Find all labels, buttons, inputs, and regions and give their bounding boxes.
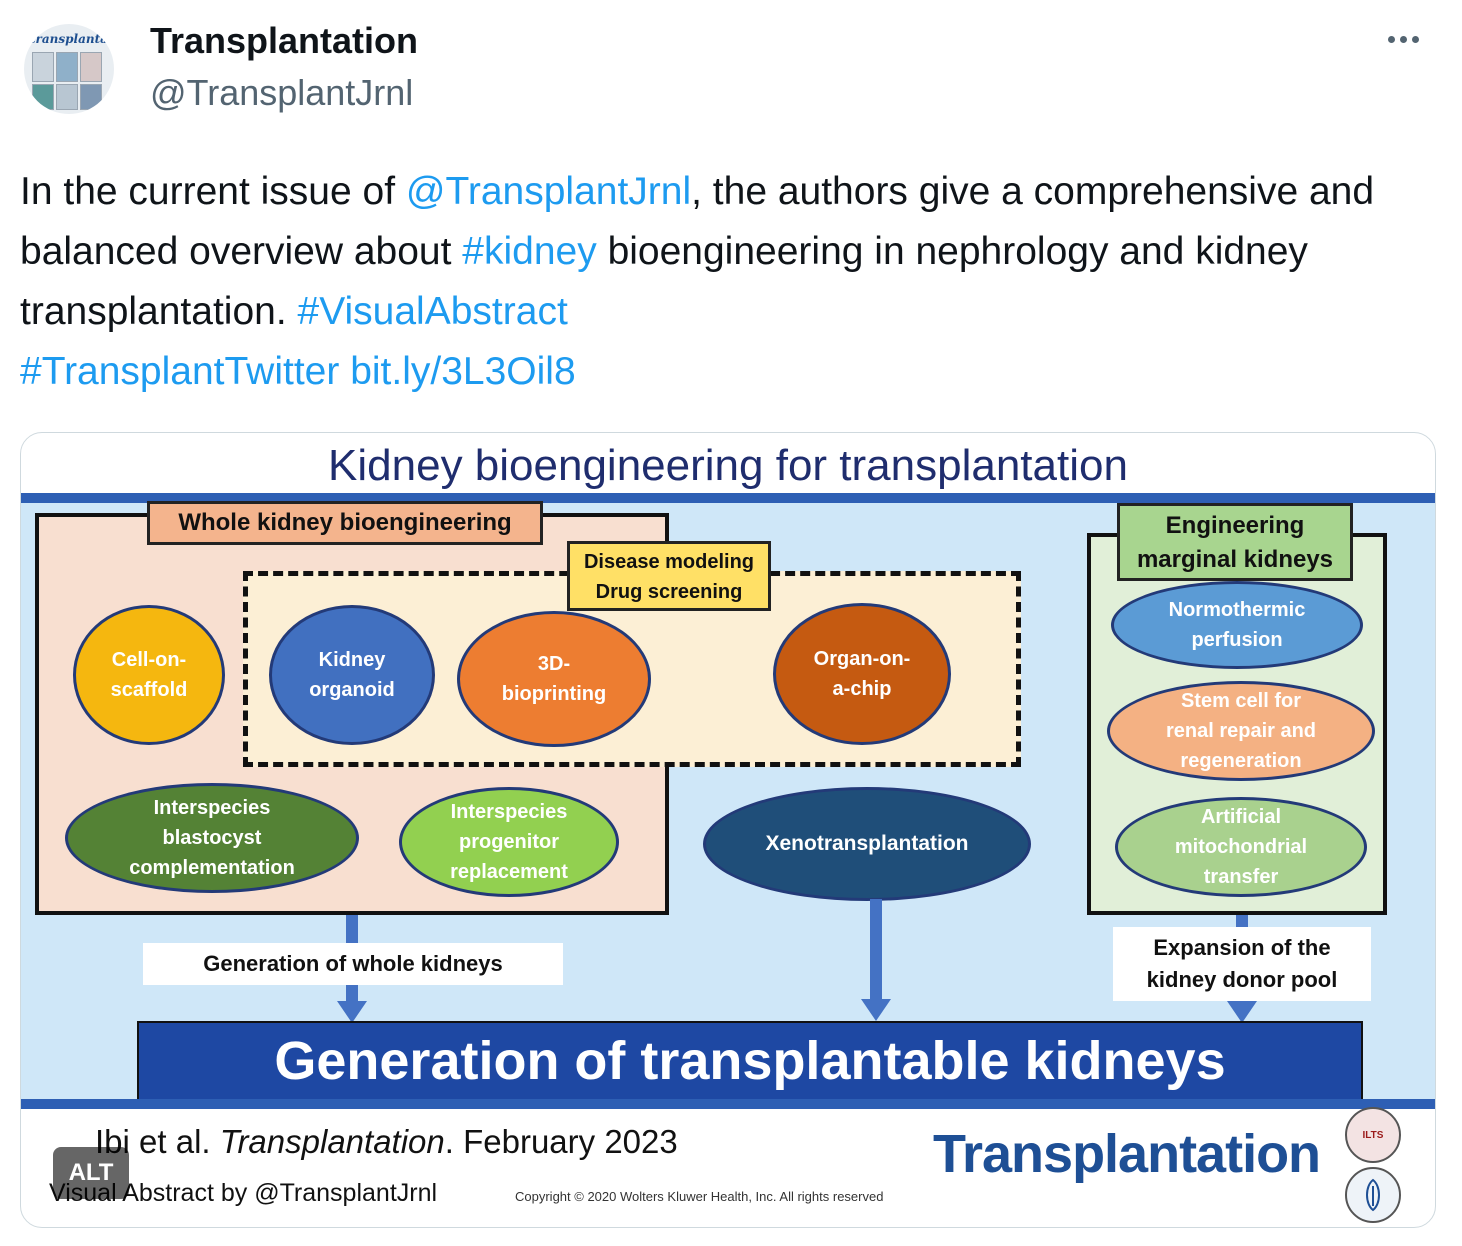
mention-link[interactable]: @TransplantJrnl (405, 170, 692, 213)
citation-date: . February 2023 (444, 1123, 678, 1160)
avatar-logo-text: transplantation (30, 32, 114, 46)
avatar[interactable]: transplantation (24, 24, 114, 114)
tweet-text-part: , the authors give a comprehensive and b… (20, 170, 1375, 273)
node-text: Cell-on- (111, 649, 187, 671)
expansion-donor-pool-label: Expansion of the kidney donor pool (1113, 927, 1371, 1001)
generation-whole-kidneys-label: Generation of whole kidneys (143, 943, 563, 985)
citation-journal: Transplantation (219, 1123, 445, 1160)
node-text: complementation (129, 857, 295, 879)
tweet-text: In the current issue of @TransplantJrnl,… (20, 162, 1440, 402)
node-text: scaffold (110, 679, 188, 701)
kidney-organoid-node: Kidney organoid (269, 605, 435, 745)
avatar-cover-3 (80, 52, 102, 82)
more-horizontal-icon[interactable] (1388, 36, 1419, 43)
whole-kidney-tag: Whole kidney bioengineering (147, 501, 543, 545)
user-handle[interactable]: @TransplantJrnl (150, 72, 414, 113)
cell-on-scaffold-node: Cell-on-scaffold (73, 605, 225, 745)
engineering-label: Engineering (1165, 512, 1305, 539)
marginal-kidneys-tag: Engineering marginal kidneys (1117, 503, 1353, 581)
society-seal-icon (1345, 1167, 1401, 1223)
ilts-seal-icon: ILTS (1345, 1107, 1401, 1163)
node-text: Normothermic (1168, 599, 1306, 621)
drug-screening-label: Drug screening (595, 581, 743, 603)
abstract-title: Kidney bioengineering for transplantatio… (328, 441, 1128, 490)
journal-logo: Transplantation (933, 1124, 1321, 1184)
node-text: Interspecies (153, 797, 271, 819)
hashtag-transplanttwitter-link[interactable]: #TransplantTwitter (20, 350, 340, 393)
stem-cell-node: Stem cell for renal repair and regeneratio… (1107, 681, 1375, 781)
marginal-kidneys-label: marginal kidneys (1136, 546, 1334, 573)
arrow-xeno (861, 899, 891, 1021)
node-text: transfer (1203, 866, 1279, 888)
node-text: replacement (450, 861, 568, 883)
short-url-link[interactable]: bit.ly/3L3Oil8 (350, 350, 576, 393)
node-text: blastocyst (162, 827, 262, 849)
citation: Ibi et al. Transplantation. February 202… (95, 1123, 678, 1161)
node-text: mitochondrial (1174, 836, 1308, 858)
alt-text-badge[interactable]: ALT (53, 1147, 129, 1199)
node-text: regeneration (1180, 750, 1302, 772)
bioprinting-node: 3D-bioprinting (457, 611, 651, 747)
normothermic-node: Normothermic perfusion (1111, 581, 1363, 669)
node-text: progenitor (459, 831, 559, 853)
hashtag-visualabstract-link[interactable]: #VisualAbstract (297, 290, 568, 333)
disease-modeling-tag: Disease modeling Drug screening (567, 541, 771, 611)
node-text: Stem cell for (1180, 690, 1302, 712)
transplantable-kidneys-banner: Generation of transplantable kidneys (137, 1021, 1363, 1101)
display-name[interactable]: Transplantation (150, 20, 419, 61)
avatar-cover-4 (32, 84, 54, 110)
node-text: Organ-on- (813, 648, 911, 670)
node-text: Kidney (318, 649, 386, 671)
mitochondrial-node: Artificial mitochondrial transfer (1115, 797, 1367, 897)
organ-on-chip-node: Organ-on-a-chip (773, 603, 951, 745)
bottom-divider (21, 1099, 1435, 1109)
media-image[interactable]: Kidney bioengineering for transplantatio… (20, 432, 1436, 1228)
node-text: Interspecies (450, 801, 568, 823)
top-divider (21, 493, 1435, 503)
avatar-cover-5 (56, 84, 78, 110)
tweet-text-part: bioengineering in nephrology and kidney … (20, 230, 1308, 333)
hashtag-kidney-link[interactable]: #kidney (462, 230, 597, 273)
avatar-cover-1 (32, 52, 54, 82)
node-text: a-chip (832, 678, 892, 700)
node-text: Artificial (1200, 806, 1282, 828)
blastocyst-node: Interspecies blastocyst complementation (65, 783, 359, 893)
avatar-cover-6 (80, 84, 102, 110)
disease-modeling-label: Disease modeling (583, 551, 755, 573)
node-text: renal repair and (1165, 720, 1317, 742)
progenitor-node: Interspecies progenitor replacement (399, 787, 619, 897)
node-text: 3D- (537, 653, 571, 675)
label-text: Expansion of the (1153, 935, 1331, 960)
node-text: bioprinting (501, 683, 607, 705)
avatar-cover-2 (56, 52, 78, 82)
xenotransplantation-node: Xenotransplantation (703, 787, 1031, 901)
tweet-text-part: In the current issue of (20, 170, 406, 213)
copyright-notice: Copyright © 2020 Wolters Kluwer Health, … (515, 1189, 884, 1204)
label-text: kidney donor pool (1146, 967, 1338, 992)
node-text: perfusion (1191, 629, 1283, 651)
node-text: organoid (309, 679, 395, 701)
